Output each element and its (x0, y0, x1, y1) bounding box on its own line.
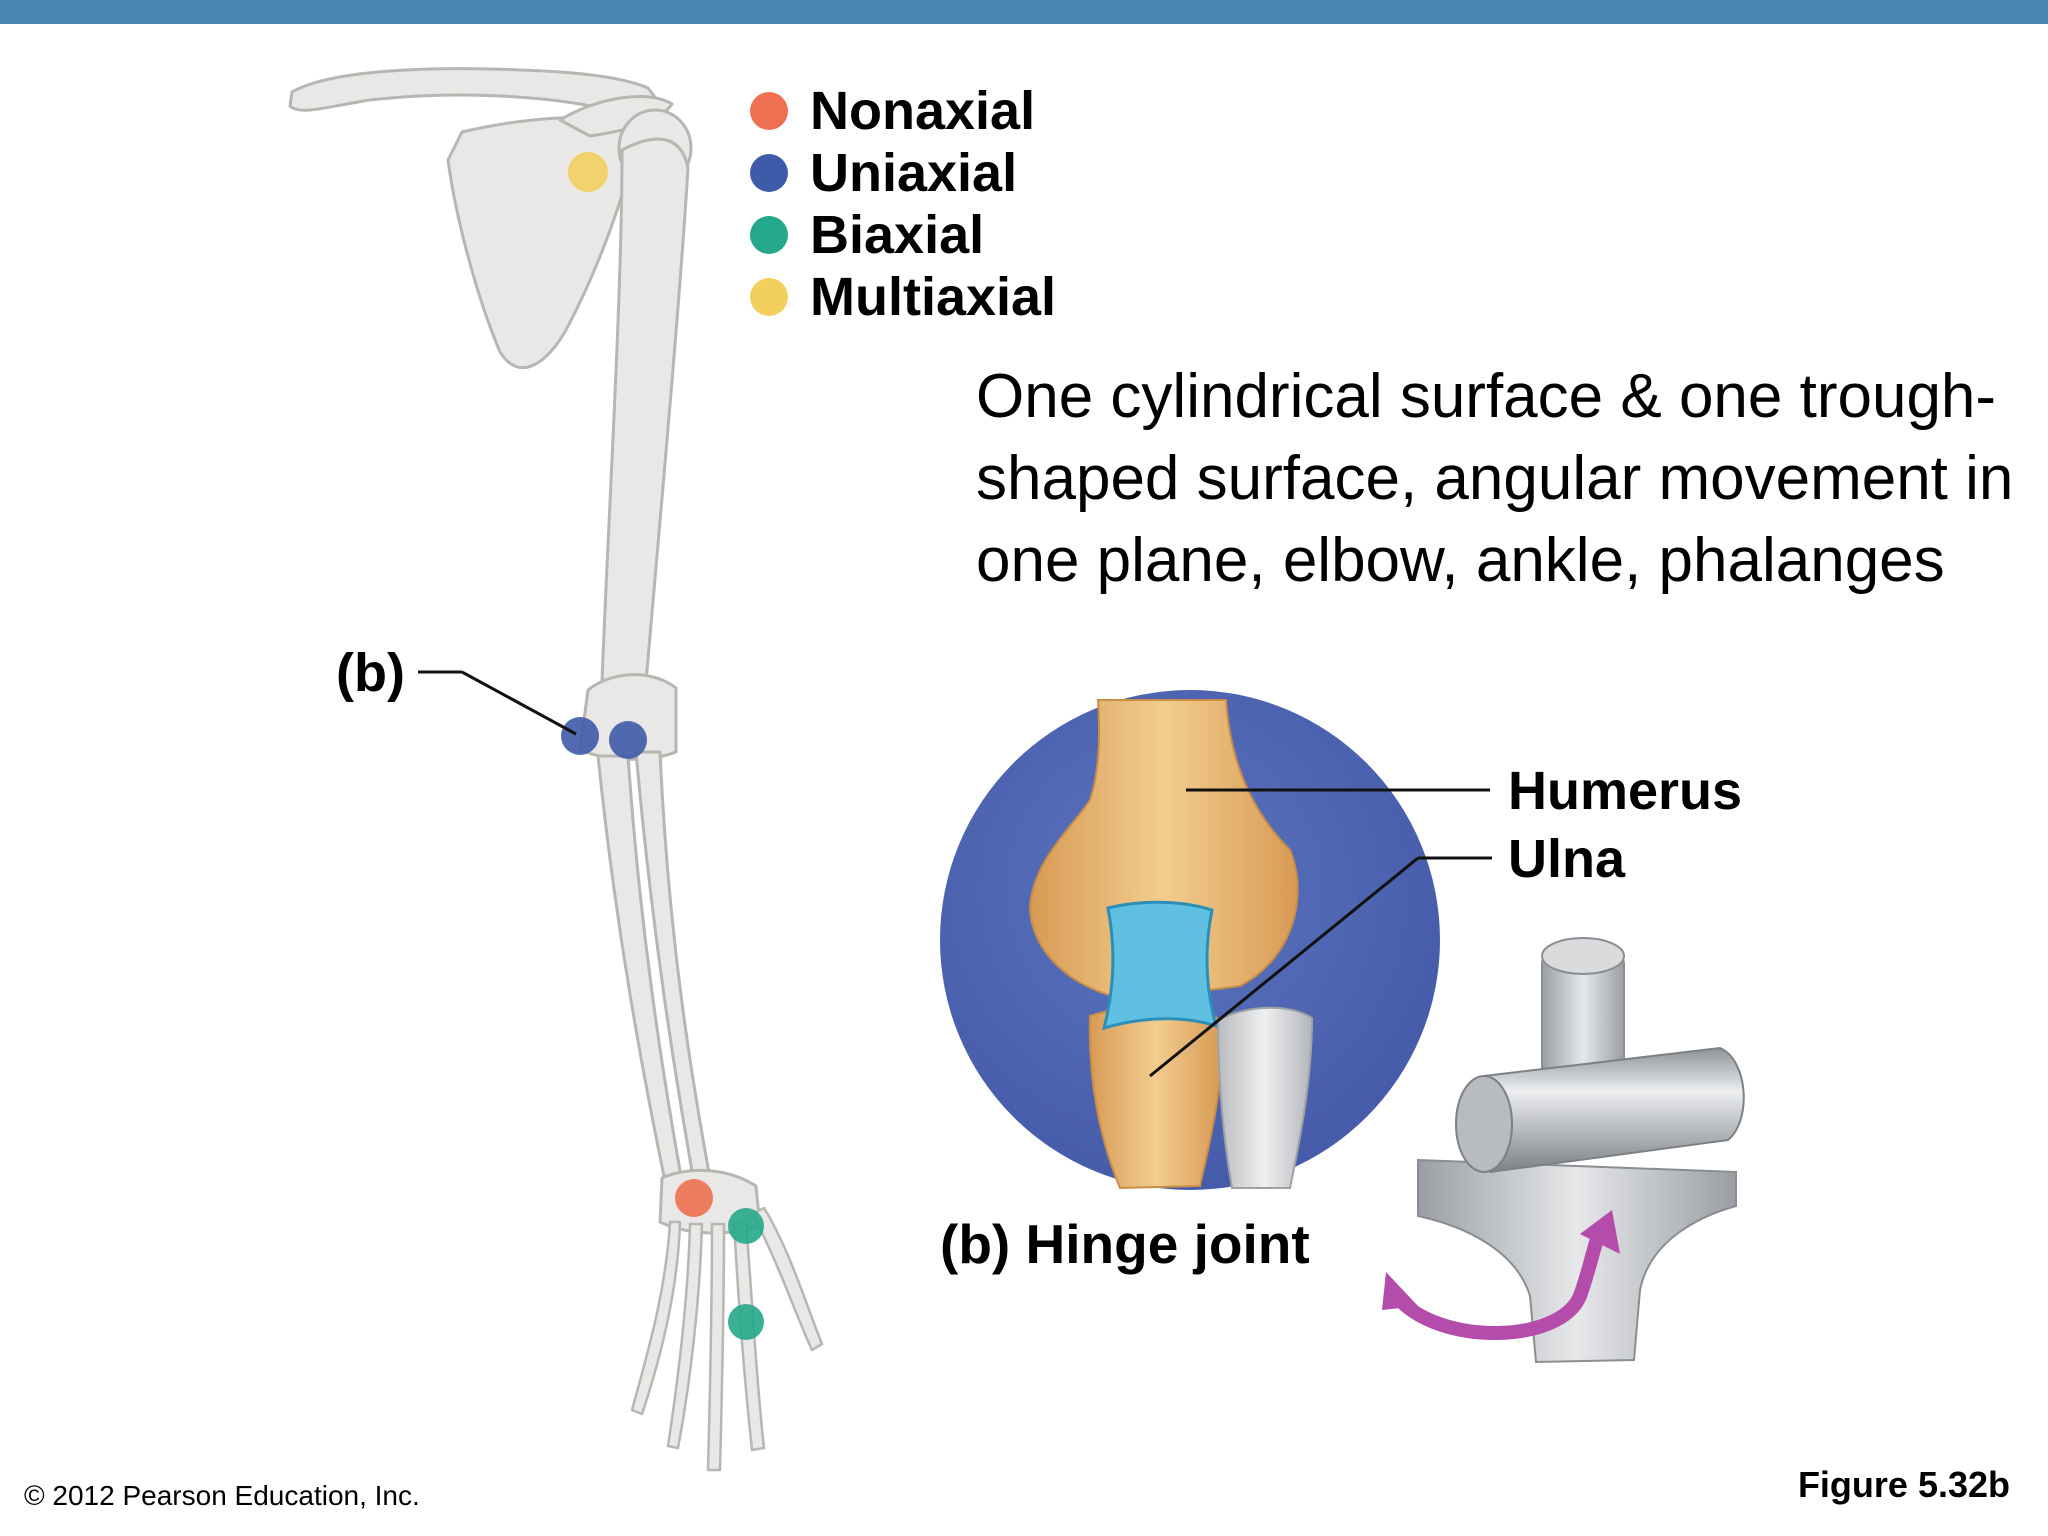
fingers (630, 1206, 824, 1472)
elbow-inset (940, 690, 1440, 1190)
uniaxial-dot-icon (750, 154, 788, 192)
legend-label: Uniaxial (810, 143, 1018, 203)
legend-item-biaxial: Biaxial (750, 204, 1056, 266)
legend-label: Nonaxial (810, 81, 1036, 141)
figure-caption: (b) Hinge joint (940, 1213, 1310, 1275)
radius-inset (1216, 1006, 1314, 1189)
wrist-joint-marker (675, 1179, 713, 1217)
hinge-joint-description: One cylindrical surface & one trough-sha… (976, 362, 2014, 595)
motion-arrow (1391, 1223, 1607, 1340)
nonaxial-dot-icon (750, 92, 788, 130)
joint-type-legend: Nonaxial Uniaxial Biaxial Multiaxial (750, 80, 1056, 328)
humerus-inset (1028, 699, 1299, 1002)
multiaxial-dot-icon (750, 278, 788, 316)
legend-label: Biaxial (810, 205, 985, 265)
trochlear-cartilage (1101, 900, 1219, 1031)
biaxial-dot-icon (750, 216, 788, 254)
acromion (558, 95, 674, 138)
callout-label-b: (b) (336, 643, 405, 703)
skeleton-joint-markers (561, 152, 764, 1340)
legend-item-multiaxial: Multiaxial (750, 266, 1056, 328)
motion-arrow-head-right (1580, 1210, 1620, 1254)
copyright-notice: © 2012 Pearson Education, Inc. (24, 1480, 420, 1511)
ulna-leader-line-diagonal (1149, 856, 1419, 1078)
thumb-joint-marker (728, 1208, 764, 1244)
elbow-joint-marker-medial (561, 717, 599, 755)
hinge-trough-block (1417, 1158, 1737, 1364)
hinge-cylinder-end (1455, 1075, 1513, 1173)
ulna-label: Ulna (1508, 829, 1626, 889)
elbow-joint-marker-lateral (609, 721, 647, 759)
humerus (600, 137, 690, 684)
humerus-label: Humerus (1508, 761, 1743, 821)
legend-item-uniaxial: Uniaxial (750, 142, 1056, 204)
finger-joint-marker (728, 1304, 764, 1340)
hinge-cylinder (1482, 1046, 1745, 1174)
scapula (446, 115, 642, 370)
figure-number: Figure 5.32b (1797, 1464, 2010, 1505)
legend-label: Multiaxial (810, 267, 1057, 327)
hinge-model (1382, 937, 1745, 1364)
hinge-shaft-top (1541, 937, 1625, 975)
top-bar (0, 0, 2048, 24)
motion-arrow-head-left (1382, 1272, 1418, 1310)
ulna-inset (1088, 1003, 1223, 1190)
legend-item-nonaxial: Nonaxial (750, 80, 1056, 142)
arm-skeleton (288, 67, 824, 1472)
callout-leader-line-diagonal (461, 670, 577, 736)
shoulder-joint-marker (568, 152, 608, 192)
